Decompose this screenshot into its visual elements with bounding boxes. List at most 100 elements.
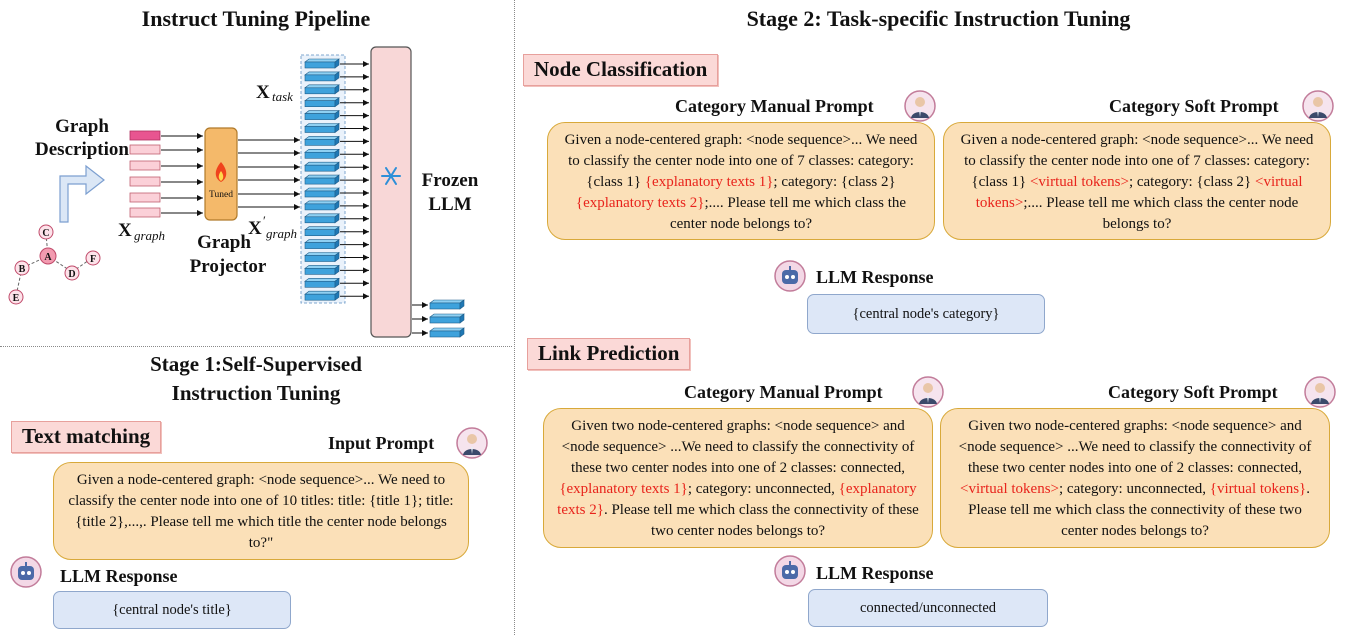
output-token-1	[429, 299, 465, 310]
output-token-2	[429, 313, 465, 324]
token-column	[304, 58, 340, 301]
token-5	[304, 109, 340, 121]
person-avatar-icon	[912, 376, 944, 408]
token-18	[304, 277, 340, 288]
token-6	[304, 122, 340, 134]
nc-manual-text-1: Given a node-centered graph: <node seque…	[564, 132, 918, 190]
nc-soft-highlight-2: <virtual tokens>	[975, 174, 1303, 211]
nc-manual-highlight-1: {explanatory texts 1}	[644, 174, 774, 190]
x-graph-subscript: graph	[134, 228, 165, 243]
node-d: D	[68, 269, 75, 280]
input-prompt-label: Input Prompt	[328, 433, 435, 453]
x-task-subscript: task	[272, 89, 293, 104]
stage1-title: Stage 1:Self-Supervised Instruction Tuni…	[0, 350, 512, 408]
link-prediction-tag: Link Prediction	[527, 338, 691, 370]
fire-icon	[215, 162, 227, 182]
graph-description-label-1: Graph	[55, 116, 109, 137]
pipeline-diagram: A B C D E F Graph Description X graph	[8, 46, 479, 338]
token-17	[304, 264, 340, 275]
llm-label-1: Frozen	[422, 170, 479, 191]
stage1-prompt: Given a node-centered graph: <node seque…	[53, 462, 469, 560]
pipeline-title: Instruct Tuning Pipeline	[141, 6, 371, 31]
lp-soft-highlight-1: <virtual tokens>	[960, 481, 1059, 497]
projector-label-2: Projector	[190, 256, 267, 277]
nc-manual-text-3: ;.... Please tell me which class the cen…	[669, 195, 907, 232]
person-avatar-icon	[904, 90, 936, 122]
token-4	[304, 97, 340, 108]
nc-response-label: LLM Response	[816, 267, 934, 287]
lp-soft-text-1: Given two node-centered graphs: <node se…	[958, 418, 1312, 476]
lp-soft-label: Category Soft Prompt	[1108, 382, 1278, 402]
lp-manual-highlight-2: {explanatory texts 2}	[557, 481, 917, 518]
graph-description-label-2: Description	[35, 139, 129, 160]
snowflake-icon	[381, 167, 401, 185]
nc-soft-prompt: Given a node-centered graph: <node seque…	[943, 122, 1331, 240]
projector-label-1: Graph	[197, 232, 251, 253]
nc-manual-prompt: Given a node-centered graph: <node seque…	[547, 122, 935, 240]
token-11	[304, 187, 340, 198]
token-7	[304, 135, 340, 146]
node-a: A	[44, 252, 52, 263]
lp-manual-text-2: ; category: unconnected,	[687, 481, 839, 497]
token-9	[304, 161, 340, 172]
robot-avatar-icon	[774, 260, 806, 292]
stage1-title-line1: Stage 1:Self-Supervised	[150, 352, 362, 376]
nc-soft-text-2: ; category: {class 2}	[1128, 174, 1255, 190]
token-2	[304, 71, 340, 82]
nc-soft-text-3: ;.... Please tell me which class the cen…	[1023, 195, 1299, 232]
nc-manual-text-2: ; category: {class 2}	[773, 174, 896, 190]
nc-soft-label: Category Soft Prompt	[1109, 96, 1279, 116]
lp-response-label: LLM Response	[816, 563, 934, 583]
person-avatar-icon	[1302, 90, 1334, 122]
node-b: B	[19, 264, 26, 275]
stage1-title-line2: Instruction Tuning	[171, 381, 341, 405]
token-14	[304, 226, 340, 237]
stage2-title: Stage 2: Task-specific Instruction Tunin…	[746, 6, 1131, 31]
token-15	[304, 239, 340, 250]
text-matching-tag: Text matching	[11, 421, 162, 453]
description-bent-arrow	[59, 164, 105, 223]
tuned-label: Tuned	[209, 190, 233, 200]
stage1-response: {central node's title}	[53, 591, 291, 629]
graph-token-stack	[129, 130, 161, 218]
lp-manual-text-3: . Please tell me which class the connect…	[603, 502, 919, 539]
x-graph-symbol: X	[118, 220, 132, 241]
token-1	[304, 58, 340, 69]
person-avatar-icon	[456, 427, 488, 459]
robot-avatar-icon	[10, 556, 42, 588]
x-task-symbol: X	[256, 82, 270, 103]
node-classification-tag: Node Classification	[523, 54, 719, 86]
token-16	[304, 251, 340, 263]
llm-label-2: LLM	[428, 194, 471, 215]
nc-soft-text-1: Given a node-centered graph: <node seque…	[960, 132, 1314, 190]
lp-response: connected/unconnected	[808, 589, 1048, 627]
lp-soft-text-2: ; category: unconnected,	[1059, 481, 1210, 497]
token-13	[304, 213, 340, 224]
nc-response: {central node's category}	[807, 294, 1045, 334]
output-token-3	[429, 327, 465, 338]
token-12	[304, 200, 340, 211]
token-19	[304, 290, 340, 301]
lp-manual-label: Category Manual Prompt	[684, 382, 883, 402]
node-f: F	[90, 254, 96, 265]
token-8	[304, 148, 340, 159]
person-avatar-icon	[1304, 376, 1336, 408]
token-10	[304, 174, 340, 185]
node-c: C	[42, 228, 49, 239]
nc-soft-highlight-1: <virtual tokens>	[1029, 174, 1129, 190]
node-e: E	[13, 293, 20, 304]
x-graph-prime-mark: ′	[263, 213, 266, 228]
horizontal-divider	[0, 346, 512, 347]
x-graph-prime-symbol: X	[248, 218, 262, 239]
lp-manual-prompt: Given two node-centered graphs: <node se…	[543, 408, 933, 548]
stage1-response-label: LLM Response	[60, 566, 178, 586]
output-token-stack	[412, 299, 465, 338]
lp-manual-text-1: Given two node-centered graphs: <node se…	[561, 418, 915, 476]
robot-avatar-icon	[774, 555, 806, 587]
token-3	[304, 84, 340, 95]
nc-manual-highlight-2: {explanatory texts 2}	[575, 195, 705, 211]
x-graph-prime-subscript: graph	[266, 226, 297, 241]
vertical-divider	[514, 0, 515, 635]
nc-manual-label: Category Manual Prompt	[675, 96, 874, 116]
lp-soft-prompt: Given two node-centered graphs: <node se…	[940, 408, 1330, 548]
